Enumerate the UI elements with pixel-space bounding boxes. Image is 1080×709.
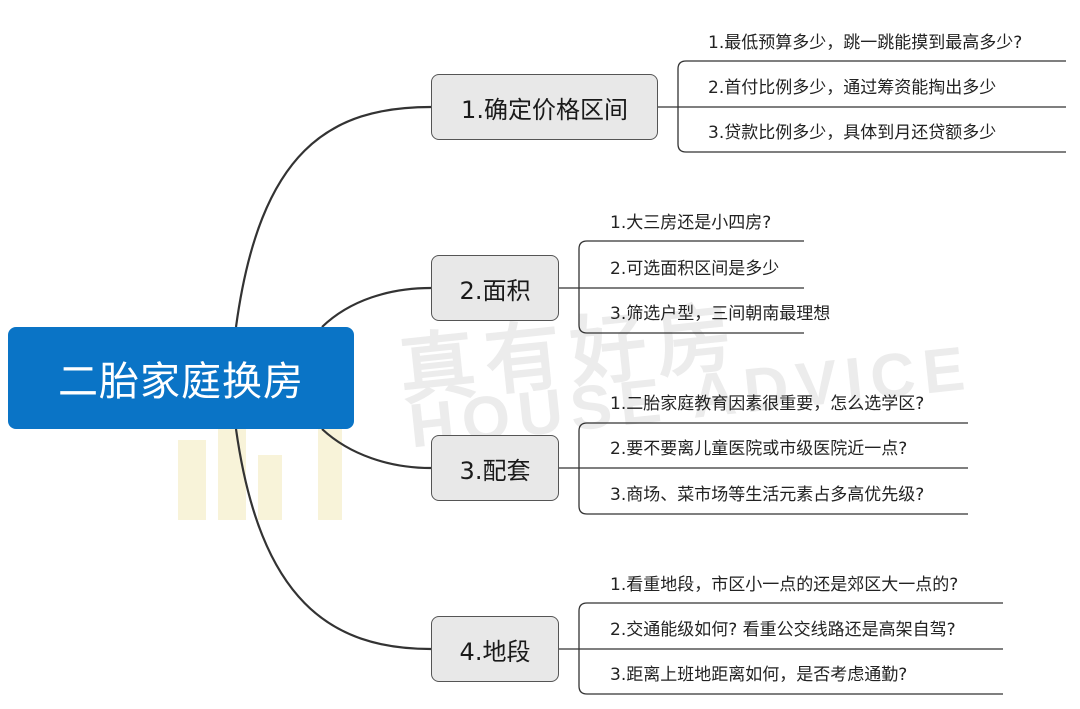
branch-node-price: 1.确定价格区间 [431,74,658,140]
branch-node-location: 4.地段 [431,616,559,682]
leaf-price-3: 3.贷款比例多少，具体到月还贷额多少 [708,123,997,143]
connector-location-leaf-3 [578,649,1003,695]
leaf-area-1: 1.大三房还是小四房? [610,213,772,233]
leaf-amenities-2: 2.要不要离儿童医院或市级医院近一点? [610,439,908,459]
leaf-price-2: 2.首付比例多少，通过筹资能掏出多少 [708,78,997,98]
connector-root-branch-3 [321,428,432,470]
leaf-amenities-3: 3.商场、菜市场等生活元素占多高优先级? [610,485,925,505]
connector-price-leaf-1 [677,60,1066,107]
connector-area-leaf-3 [578,288,804,334]
connector-amenities-leaf-3 [578,468,968,515]
branch-node-amenities: 3.配套 [431,435,559,501]
branch-node-area: 2.面积 [431,255,559,321]
leaf-area-2: 2.可选面积区间是多少 [610,259,780,279]
connector-area-leaf-1 [578,240,804,288]
connector-root-branch-2 [321,286,432,328]
leaf-amenities-1: 1.二胎家庭教育因素很重要，怎么选学区? [610,394,925,414]
leaf-location-1: 1.看重地段，市区小一点的还是郊区大一点的? [610,575,959,595]
connector-root-branch-1 [234,105,432,328]
connector-location-leaf-1 [578,602,1003,649]
leaf-location-3: 3.距离上班地距离如何，是否考虑通勤? [610,665,908,685]
leaf-price-1: 1.最低预算多少，跳一跳能摸到最高多少? [708,33,1023,53]
root-node: 二胎家庭换房 [8,327,354,429]
leaf-area-3: 3.筛选户型，三间朝南最理想 [610,304,831,324]
connector-amenities-leaf-1 [578,422,968,468]
connector-root-branch-4 [234,428,432,651]
leaf-location-2: 2.交通能级如何? 看重公交线路还是高架自驾? [610,620,956,640]
connector-price-leaf-3 [677,107,1066,153]
